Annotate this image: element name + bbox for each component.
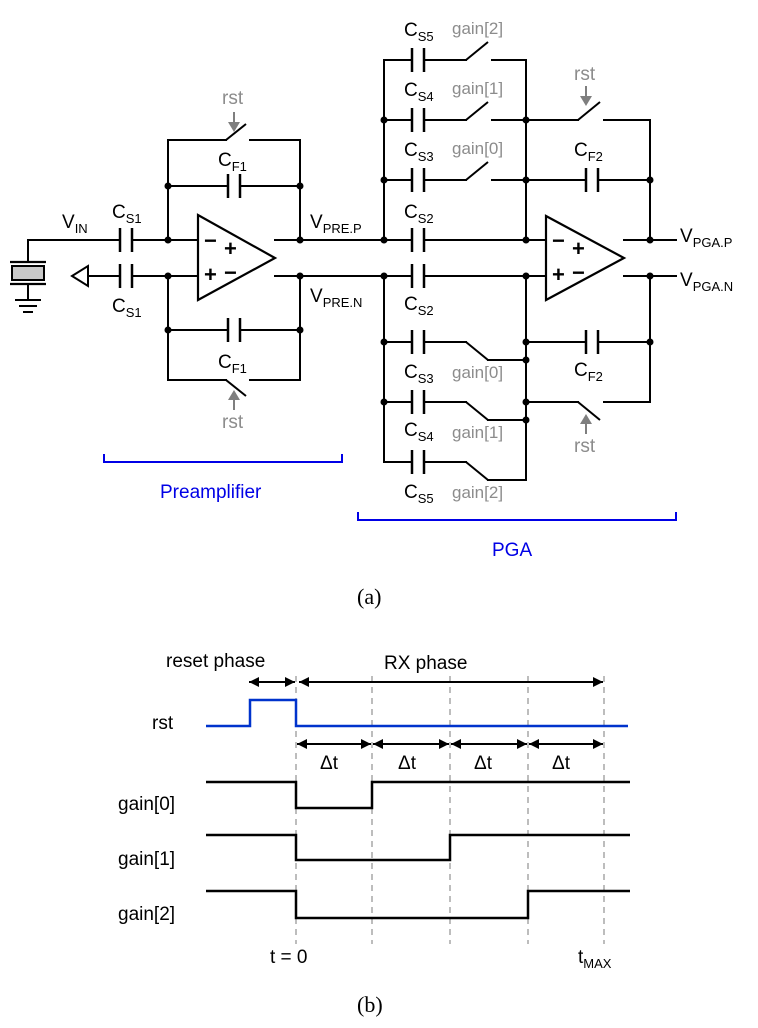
cs2-bottom-label: CS2 — [404, 294, 434, 318]
delta-t-3: Δt — [474, 753, 493, 774]
gain1-waveform — [206, 833, 630, 862]
pga-label: PGA — [492, 540, 532, 561]
preamp-minus-in: − — [204, 228, 217, 253]
circuit-schematic: VIN CS1 CS1 − + + − — [10, 19, 733, 609]
cf2-bottom-label: CF2 — [574, 360, 603, 384]
rx-phase-label: RX phase — [384, 653, 467, 674]
pga-top-switched-caps — [380, 41, 530, 192]
preamp-top-feedback — [164, 112, 304, 244]
cf2-top-label: CF2 — [574, 140, 603, 164]
rst-signal-label: rst — [152, 713, 174, 734]
gain1-top-label: gain[1] — [452, 79, 503, 98]
t0-label: t = 0 — [270, 947, 308, 968]
preamp-plus-in: + — [204, 262, 217, 287]
cf1-bottom-label: CF1 — [218, 352, 247, 376]
pga-rst-bottom-label: rst — [574, 436, 596, 457]
preamp-plus-out: + — [224, 236, 237, 261]
transducer-icon — [10, 239, 119, 313]
rst-waveform — [206, 698, 628, 728]
gain2-top-label: gain[2] — [452, 19, 503, 38]
vpre-n-label: VPRE.N — [310, 286, 362, 310]
gain1-bottom-label: gain[1] — [452, 423, 503, 442]
pga-minus-in: − — [552, 228, 565, 253]
preamp-rst-top-label: rst — [222, 88, 244, 109]
pga-bracket — [357, 512, 677, 521]
timing-diagram: reset phase RX phase rst Δt Δt Δt Δt gai… — [118, 651, 630, 1017]
cs3-bottom-label: CS3 — [404, 362, 434, 386]
gain1-signal-label: gain[1] — [118, 849, 175, 870]
cs1-capacitors — [118, 228, 199, 288]
pga-top-feedback — [525, 86, 654, 244]
pga-bottom-switched-caps — [380, 330, 530, 481]
preamp-opamp: − + + − — [196, 213, 278, 302]
vpga-p-label: VPGA.P — [680, 226, 732, 250]
gain0-signal-label: gain[0] — [118, 794, 175, 815]
gain0-waveform — [206, 780, 630, 810]
preamp-bottom-feedback — [164, 272, 304, 410]
pga-rst-top-label: rst — [574, 64, 596, 85]
vpre-p-label: VPRE.P — [310, 212, 362, 236]
pga-minus-out: − — [572, 260, 585, 285]
cs1-top-label: CS1 — [112, 202, 142, 226]
preamp-rst-bottom-label: rst — [222, 412, 244, 433]
tmax-label: tMAX — [578, 947, 612, 971]
cs1-bottom-label: CS1 — [112, 296, 142, 320]
cs2-top-label: CS2 — [404, 202, 434, 226]
cf1-top-label: CF1 — [218, 150, 247, 174]
caption-b: (b) — [357, 992, 383, 1017]
pga-plus-out: + — [572, 236, 585, 261]
delta-t-2: Δt — [398, 753, 417, 774]
pga-opamp: − + + − — [544, 214, 627, 302]
gain2-signal-label: gain[2] — [118, 904, 175, 925]
reference-triangle-icon — [70, 264, 119, 288]
gain2-bottom-label: gain[2] — [452, 483, 503, 502]
pga-plus-in: + — [552, 262, 565, 287]
vin-label: VIN — [62, 212, 88, 236]
cs5-bottom-label: CS5 — [404, 482, 434, 506]
cs4-top-label: CS4 — [404, 80, 434, 104]
delta-t-1: Δt — [320, 753, 339, 774]
preamp-minus-out: − — [224, 260, 237, 285]
preamp-label: Preamplifier — [160, 482, 262, 503]
cs4-bottom-label: CS4 — [404, 420, 434, 444]
gain2-waveform — [206, 889, 630, 920]
cs2-capacitors — [410, 228, 547, 288]
caption-a: (a) — [357, 584, 381, 609]
pga-bottom-feedback — [522, 272, 654, 434]
preamp-bracket — [103, 454, 343, 463]
cs5-top-label: CS5 — [404, 20, 434, 44]
vpga-n-label: VPGA.N — [680, 270, 733, 294]
cs3-top-label: CS3 — [404, 140, 434, 164]
gain0-bottom-label: gain[0] — [452, 363, 503, 382]
reset-phase-label: reset phase — [166, 651, 265, 672]
delta-t-4: Δt — [552, 753, 571, 774]
gain0-top-label: gain[0] — [452, 139, 503, 158]
